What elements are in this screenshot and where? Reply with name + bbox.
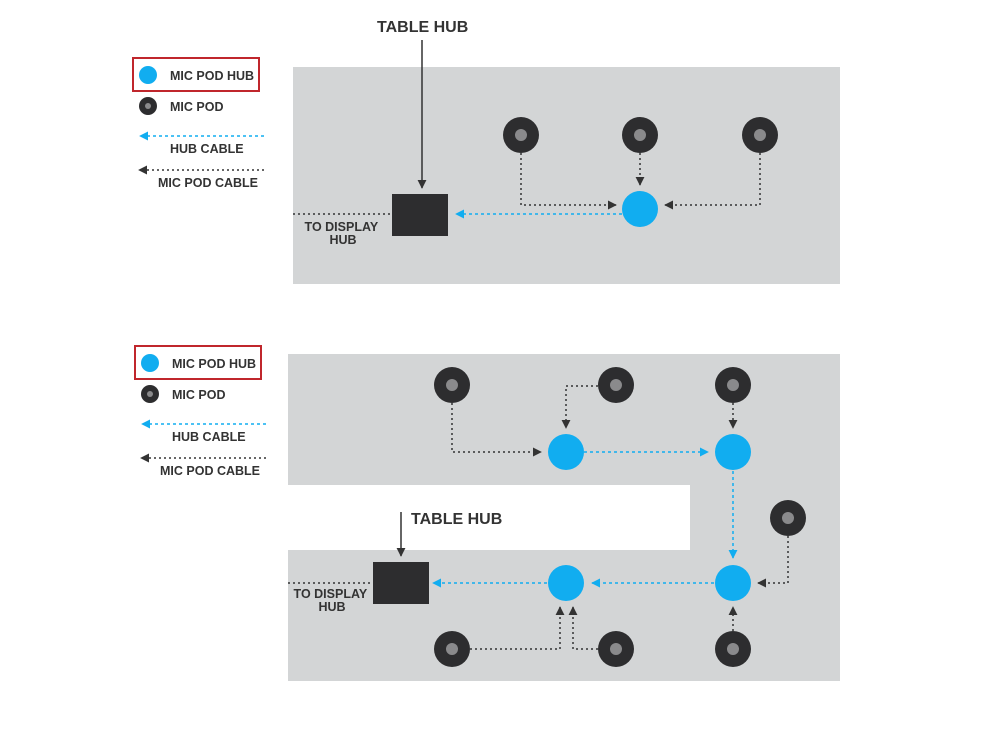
- mic-pod-cable: [561, 385, 598, 429]
- mic-pod-icon: [503, 117, 539, 153]
- mic-pod-icon: [598, 367, 634, 403]
- mic-pod-hub-icon: [715, 565, 751, 601]
- legend-hub-cable-label: HUB CABLE: [172, 430, 246, 444]
- table-hub-icon: [373, 562, 429, 604]
- legend-mic-pod-label: MIC POD: [170, 100, 223, 114]
- legend-highlight-box: [132, 57, 260, 92]
- legend-mic-pod-hub-label: MIC POD HUB: [170, 69, 254, 83]
- mic-pod-icon: [434, 631, 470, 667]
- mic-pod-hub-icon: [141, 354, 159, 372]
- to-display-hub-label: TO DISPLAY HUB: [305, 220, 382, 247]
- legend: MIC POD HUB MIC POD HUB CABLE MIC POD CA…: [132, 57, 264, 190]
- mic-pod-icon: [770, 500, 806, 536]
- legend-hub-cable-label: HUB CABLE: [170, 142, 244, 156]
- legend-mic-pod-cable-label: MIC POD CABLE: [160, 464, 260, 478]
- mic-pod-cable: [757, 536, 789, 588]
- mic-pod-icon: [622, 117, 658, 153]
- table-surface: [288, 354, 840, 681]
- legend-mic-pod-hub-label: MIC POD HUB: [172, 357, 256, 371]
- legend: MIC POD HUB MIC POD HUB CABLE MIC POD CA…: [134, 345, 266, 478]
- mic-pod-icon: [598, 631, 634, 667]
- mic-pod-icon: [434, 367, 470, 403]
- legend-mic-pod-label: MIC POD: [172, 388, 225, 402]
- mic-pod-cable: [520, 153, 617, 210]
- table-hub-label: TABLE HUB: [377, 19, 468, 36]
- mic-pod-cable: [664, 153, 761, 210]
- mic-pod-icon: [141, 385, 159, 403]
- mic-pod-icon: [139, 97, 157, 115]
- legend-highlight-box: [134, 345, 262, 380]
- table-hub-label: TABLE HUB: [411, 511, 502, 528]
- diagram-bottom: MIC POD HUB MIC POD HUB CABLE MIC POD CA…: [134, 345, 840, 681]
- mic-pod-hub-icon: [139, 66, 157, 84]
- diagram-top: MIC POD HUB MIC POD HUB CABLE MIC POD CA…: [132, 19, 840, 284]
- mic-pod-hub-icon: [622, 191, 658, 227]
- mic-pod-icon: [715, 367, 751, 403]
- mic-pod-hub-icon: [548, 434, 584, 470]
- mic-pod-hub-icon: [548, 565, 584, 601]
- mic-pod-hub-icon: [715, 434, 751, 470]
- mic-pod-icon: [715, 631, 751, 667]
- mic-pod-cable: [568, 606, 598, 650]
- to-display-hub-label: TO DISPLAY HUB: [294, 587, 371, 614]
- mic-pod-cable: [470, 606, 565, 650]
- mic-pod-icon: [742, 117, 778, 153]
- mic-pod-cable: [451, 403, 542, 457]
- table-surface: [293, 67, 840, 284]
- table-hub-icon: [392, 194, 448, 236]
- legend-mic-pod-cable-label: MIC POD CABLE: [158, 176, 258, 190]
